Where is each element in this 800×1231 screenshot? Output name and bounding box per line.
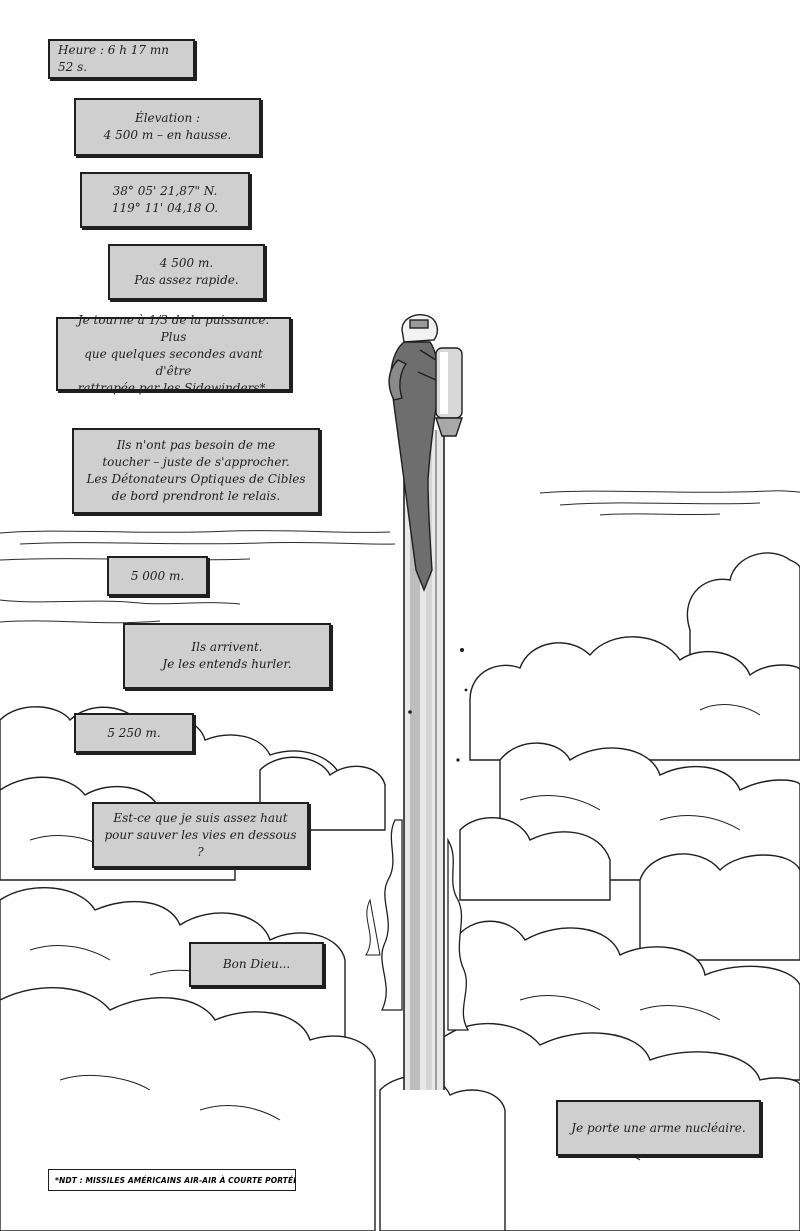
caption-altitude-5000: 5 000 m. [107,556,208,596]
exhaust-trail [365,430,470,1090]
cloud-right-mid [459,742,800,961]
caption-bon-dieu: Bon Dieu... [189,942,324,987]
caption-coordinates: 38° 05' 21,87" N. 119° 11' 04,18 O. [80,172,250,228]
translator-footnote: *NDT : MISSILES AMÉRICAINS AIR-AIR À COU… [48,1169,296,1191]
caption-detonators: Ils n'ont pas besoin de me toucher – jus… [72,428,320,514]
caption-power: Je tourne à 1/3 de la puissance. Plus qu… [56,313,291,395]
caption-altitude-5250: 5 250 m. [74,713,194,753]
caption-elevation: Élevation : 4 500 m – en hausse. [74,98,261,156]
cloud-right-upper [469,552,800,761]
jetpack-figure [388,314,463,592]
caption-time: Heure : 6 h 17 mn 52 s. [48,39,195,79]
caption-high-enough: Est-ce que je suis assez haut pour sauve… [92,802,309,868]
caption-nuclear: Je porte une arme nucléaire. [556,1100,761,1156]
cloud-detail-lines [29,704,761,1191]
caption-arriving: Ils arrivent. Je les entends hurler. [123,623,331,689]
caption-altitude-4500: 4 500 m. Pas assez rapide. [108,244,265,300]
